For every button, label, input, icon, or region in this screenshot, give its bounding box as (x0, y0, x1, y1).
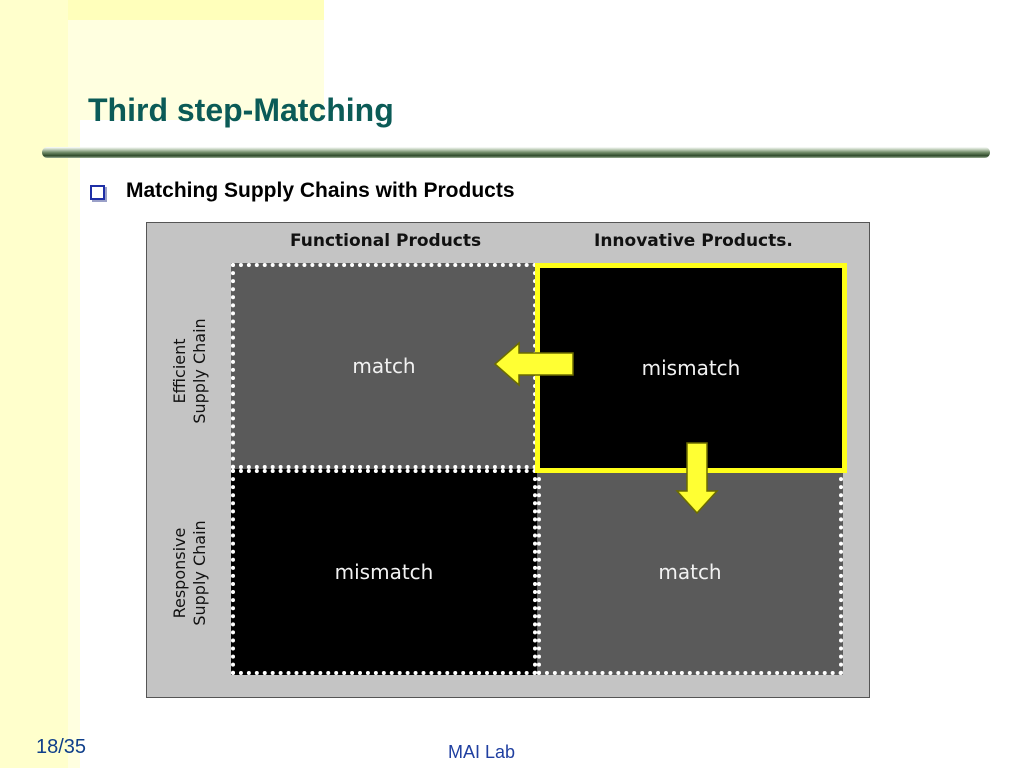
quad-innovative-responsive: match (537, 469, 843, 675)
matching-matrix: Functional Products Innovative Products.… (146, 222, 870, 698)
row-header-efficient: Efficient Supply Chain (170, 318, 209, 424)
arrow-left-icon (493, 341, 574, 387)
column-header-functional: Functional Products (290, 231, 482, 251)
page-number: 18/35 (36, 736, 87, 758)
row-header-responsive: Responsive Supply Chain (170, 520, 209, 626)
slide-title: Third step-Matching (88, 92, 394, 128)
background-band (68, 0, 324, 120)
arrow-down-icon (675, 442, 719, 515)
background-band (0, 0, 68, 768)
background-band (68, 0, 324, 20)
title-rule (42, 147, 990, 158)
quad-functional-efficient: match (231, 263, 537, 469)
column-header-innovative: Innovative Products. (594, 231, 793, 251)
quad-functional-responsive: mismatch (231, 469, 537, 675)
quad-label: match (658, 560, 722, 584)
footer-text: MAI Lab (448, 742, 516, 762)
quad-label: mismatch (334, 560, 434, 584)
quad-label: mismatch (641, 356, 741, 380)
bullet-text: Matching Supply Chains with Products (126, 179, 515, 202)
quad-innovative-efficient: mismatch (535, 263, 847, 473)
bullet-checkbox-icon (90, 185, 105, 200)
quad-label: match (352, 354, 416, 378)
